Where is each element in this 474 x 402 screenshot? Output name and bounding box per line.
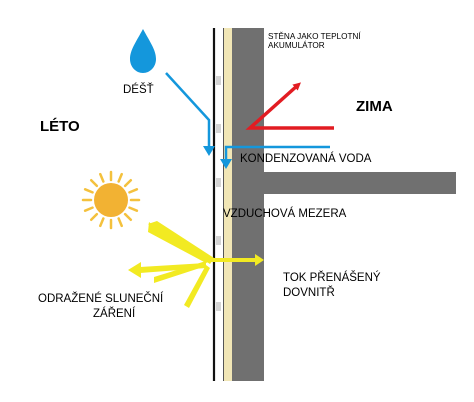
condensation-arrow xyxy=(224,145,330,160)
sun-ray xyxy=(99,172,105,183)
heat-flow-label-line2: DOVNITŘ xyxy=(283,286,335,299)
reflected-ray-lower xyxy=(184,265,210,308)
reflected-label-line2: ZÁŘENÍ xyxy=(93,307,136,320)
summer-label: LÉTO xyxy=(40,118,80,135)
condensed-water-label: KONDENZOVANÁ VODA xyxy=(240,152,372,165)
wall-note-line2: AKUMULÁTOR xyxy=(268,40,325,50)
wall-body xyxy=(232,28,264,381)
incoming-solar-beam-main xyxy=(148,221,214,264)
rain-arrow xyxy=(165,72,211,148)
cladding-anchors xyxy=(216,76,221,311)
floor-slab xyxy=(264,172,456,194)
sun-ray xyxy=(128,206,139,212)
sun-ray xyxy=(117,172,123,183)
reflected-ray-left-head xyxy=(128,262,141,278)
rain-arrow-head xyxy=(203,146,215,156)
sun-ray xyxy=(123,178,133,188)
rain-label: DÉŠŤ xyxy=(123,83,154,96)
inward-flow-line xyxy=(206,258,256,262)
winter-arrow xyxy=(245,82,334,130)
sun-ray xyxy=(117,217,123,228)
sun-icon xyxy=(81,170,141,230)
wall-note-line1: STĚNA JAKO TEPLOTNÍ xyxy=(268,31,361,41)
inward-flow-head xyxy=(255,254,264,266)
reflected-label-line1: ODRAŽENÉ SLUNEČNÍ xyxy=(38,292,164,305)
water-drop-icon xyxy=(130,29,156,73)
sun-ray xyxy=(89,178,99,188)
air-gap-label: VZDUCHOVÁ MEZERA xyxy=(223,207,347,220)
sun-ray xyxy=(99,217,105,228)
sun-ray xyxy=(83,206,94,212)
heat-flow-label-line1: TOK PŘENÁŠENÝ xyxy=(283,271,381,284)
sun-ray xyxy=(83,188,94,194)
sun-ray xyxy=(89,212,99,222)
sun-ray xyxy=(123,212,133,222)
sun-ray xyxy=(128,188,139,194)
reflected-ray-left xyxy=(140,263,206,273)
condensation-arrow-head xyxy=(220,159,232,169)
insulation-layer xyxy=(223,28,232,381)
winter-label: ZIMA xyxy=(356,98,393,115)
